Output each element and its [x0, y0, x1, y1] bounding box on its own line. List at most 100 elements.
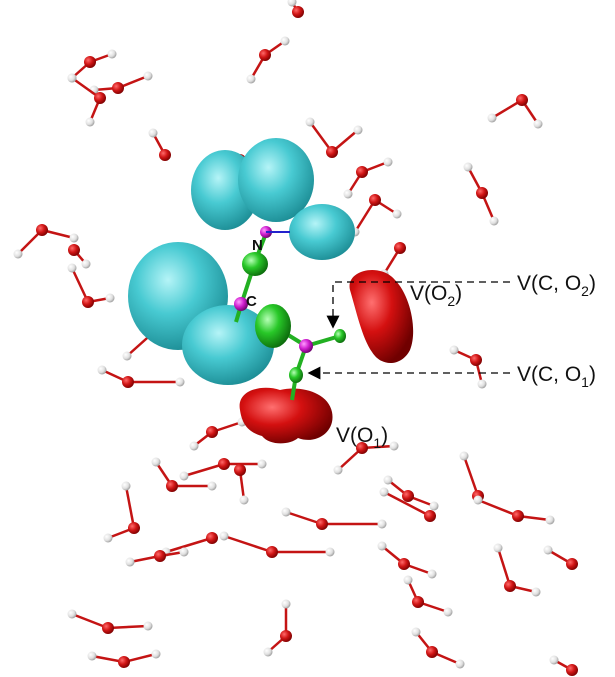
- hydrogen-atom: [455, 659, 465, 669]
- hydrogen-atom: [81, 259, 91, 269]
- hydrogen-atom: [125, 557, 135, 567]
- hydrogen-atom: [85, 117, 95, 127]
- hydrogen-atom: [487, 113, 497, 123]
- water-molecule: [343, 157, 393, 199]
- hydrogen-atom: [103, 533, 113, 543]
- hydrogen-atom: [122, 351, 132, 361]
- water-molecule: [89, 71, 153, 95]
- hydrogen-atom: [87, 651, 97, 661]
- water-molecule: [67, 263, 115, 308]
- hydrogen-atom: [459, 451, 469, 461]
- oxygen-atom: [566, 664, 578, 676]
- central-molecule: N C: [234, 226, 346, 401]
- hydrogen-atom: [246, 74, 256, 84]
- hydrogen-atom: [179, 471, 189, 481]
- cyan-lobe-lower: [182, 305, 274, 385]
- hydrogen-atom: [13, 249, 23, 259]
- hydrogen-atom: [69, 233, 79, 243]
- oxygen-atom: [326, 146, 338, 158]
- hydrogen-atom: [281, 507, 291, 517]
- v-o2-basin: [349, 269, 414, 364]
- oxygen-atom: [122, 376, 134, 388]
- hydrogen-atom: [325, 547, 335, 557]
- oxygen-atom: [128, 522, 140, 534]
- water-molecule: [487, 94, 543, 129]
- water-molecule: [543, 545, 578, 570]
- water-molecule: [493, 543, 541, 597]
- hydrogen-atom: [107, 49, 117, 59]
- hydrogen-atom: [151, 457, 161, 467]
- cyan-lobe-right: [289, 204, 355, 260]
- oxygen-atom: [206, 532, 218, 544]
- oxygen-atom: [118, 656, 130, 668]
- water-molecule: [148, 128, 171, 161]
- hydrogen-atom: [333, 465, 343, 475]
- water-molecule: [97, 365, 185, 388]
- oxygen-atom: [82, 296, 94, 308]
- hydrogen-atom: [379, 487, 389, 497]
- water-molecule: [219, 531, 335, 558]
- oxygen-atom: [516, 94, 528, 106]
- hydrogen-atom: [281, 599, 291, 609]
- v-c-o2-basin: [334, 329, 346, 343]
- arrow-v-c-o2: [326, 281, 510, 329]
- oxygen-atom: [154, 550, 166, 562]
- hydrogen-atom: [463, 162, 473, 172]
- annotations: V(C, O2) V(O2) V(C, O1) V(O1): [307, 272, 596, 451]
- atom-c2: [299, 339, 313, 353]
- water-molecule: [189, 417, 247, 451]
- oxygen-atom: [424, 510, 436, 522]
- oxygen-atom: [218, 458, 230, 470]
- label-v-c-o1: V(C, O1): [517, 363, 596, 390]
- oxygen-atom: [412, 596, 424, 608]
- water-molecule: [377, 541, 437, 579]
- oxygen-atom: [369, 194, 381, 206]
- label-v-c-o2: V(C, O2): [517, 272, 596, 299]
- hydrogen-atom: [545, 515, 555, 525]
- water-molecule: [350, 194, 402, 237]
- water-molecule: [263, 599, 292, 657]
- hydrogen-atom: [449, 345, 459, 355]
- hydrogen-atom: [353, 125, 363, 135]
- hydrogen-atom: [280, 36, 290, 46]
- oxygen-atom: [159, 149, 171, 161]
- oxygen-atom: [476, 187, 488, 199]
- hydrogen-atom: [383, 475, 393, 485]
- hydrogen-atom: [67, 609, 77, 619]
- oxygen-atom: [398, 558, 410, 570]
- oxygen-atom: [280, 630, 292, 642]
- atom-n-label: N: [252, 237, 263, 254]
- hydrogen-atom: [383, 157, 393, 167]
- atom-c: [234, 297, 248, 311]
- water-molecule: [411, 627, 465, 669]
- water-molecule: [161, 532, 218, 557]
- hydrogen-atom: [179, 547, 189, 557]
- v-c-o1-basin: [289, 367, 303, 383]
- oxygen-atom: [402, 490, 414, 502]
- oxygen-atom: [206, 426, 218, 438]
- hydrogen-atom: [377, 519, 387, 529]
- water-molecule: [459, 451, 484, 502]
- green-basin-large: [255, 304, 291, 348]
- hydrogen-atom: [389, 441, 399, 451]
- water-molecule: [549, 655, 578, 676]
- hydrogen-atom: [343, 189, 353, 199]
- hydrogen-atom: [67, 73, 77, 83]
- hydrogen-atom: [543, 545, 553, 555]
- hydrogen-atom: [175, 377, 185, 387]
- water-molecule: [13, 224, 79, 259]
- oxygen-atom: [356, 442, 368, 454]
- red-basins: [239, 269, 414, 444]
- hydrogen-atom: [239, 495, 249, 505]
- water-molecule: [151, 457, 217, 492]
- oxygen-atom: [234, 464, 246, 476]
- water-molecule: [246, 36, 290, 84]
- oxygen-atom: [266, 546, 278, 558]
- hydrogen-atom: [443, 607, 453, 617]
- water-molecule: [383, 475, 439, 511]
- oxygen-atom: [394, 242, 406, 254]
- hydrogen-atom: [257, 459, 267, 469]
- cyan-basins: [128, 138, 355, 385]
- hydrogen-atom: [493, 543, 503, 553]
